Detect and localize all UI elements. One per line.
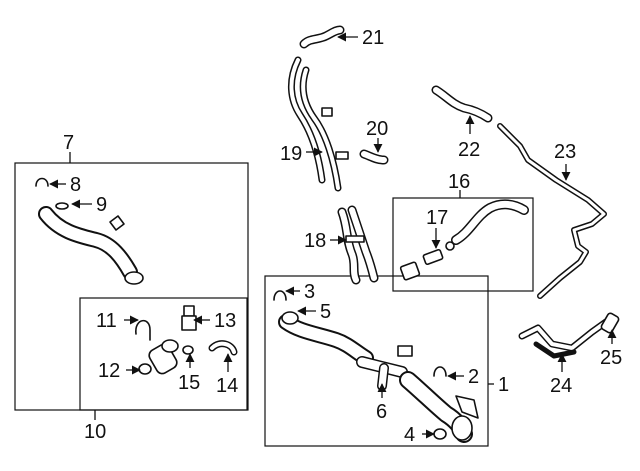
clamp-9 — [55, 202, 69, 210]
pipe-24 — [518, 318, 610, 359]
callout-21: 21 — [362, 27, 384, 49]
callout-19: 19 — [280, 143, 302, 165]
callout-5: 5 — [320, 301, 331, 323]
hose-22 — [431, 85, 493, 123]
hose-1 — [399, 371, 479, 443]
callout-6: 6 — [376, 401, 387, 423]
tee-6 — [356, 345, 413, 391]
hose-14 — [208, 340, 238, 356]
group-box-16 — [392, 197, 534, 292]
callout-9: 9 — [96, 194, 107, 216]
callout-22: 22 — [458, 139, 480, 161]
group-box-10 — [79, 297, 248, 411]
callout-18: 18 — [304, 230, 326, 252]
callout-8: 8 — [70, 174, 81, 196]
clamp-8 — [35, 177, 49, 187]
clamp-3 — [273, 290, 287, 301]
hose-5 — [278, 311, 374, 366]
oring-12 — [138, 363, 152, 375]
callout-10: 10 — [84, 421, 106, 443]
fitting-25 — [600, 312, 620, 334]
oring-4 — [433, 428, 447, 440]
callout-11: 11 — [96, 310, 117, 332]
sensor-17 — [399, 241, 455, 281]
pipe-23 — [497, 123, 607, 299]
callout-3: 3 — [304, 281, 315, 303]
clamp-11 — [135, 319, 151, 341]
callout-17: 17 — [426, 207, 448, 229]
callout-24: 24 — [550, 375, 572, 397]
callout-25: 25 — [600, 347, 622, 369]
group-box-7 — [14, 162, 249, 411]
sensor-13 — [181, 305, 197, 331]
callout-23: 23 — [554, 141, 576, 163]
callout-2: 2 — [468, 366, 479, 388]
clamp-2 — [433, 366, 447, 377]
hose-20 — [359, 149, 389, 165]
hose-16 — [451, 199, 529, 245]
hose-18 — [337, 205, 379, 285]
hose-21 — [299, 25, 345, 49]
callout-15: 15 — [178, 372, 200, 394]
callout-14: 14 — [216, 375, 238, 397]
hose-7 — [38, 206, 144, 285]
callout-13: 13 — [214, 310, 236, 332]
callout-12: 12 — [98, 360, 120, 382]
callout-1: 1 — [498, 374, 509, 396]
housing-10 — [148, 339, 179, 375]
callout-20: 20 — [366, 118, 388, 140]
callout-4: 4 — [404, 424, 415, 446]
callout-7: 7 — [63, 132, 74, 154]
oring-15 — [182, 345, 194, 355]
pipe-19 — [288, 56, 349, 192]
callout-16: 16 — [448, 171, 470, 193]
